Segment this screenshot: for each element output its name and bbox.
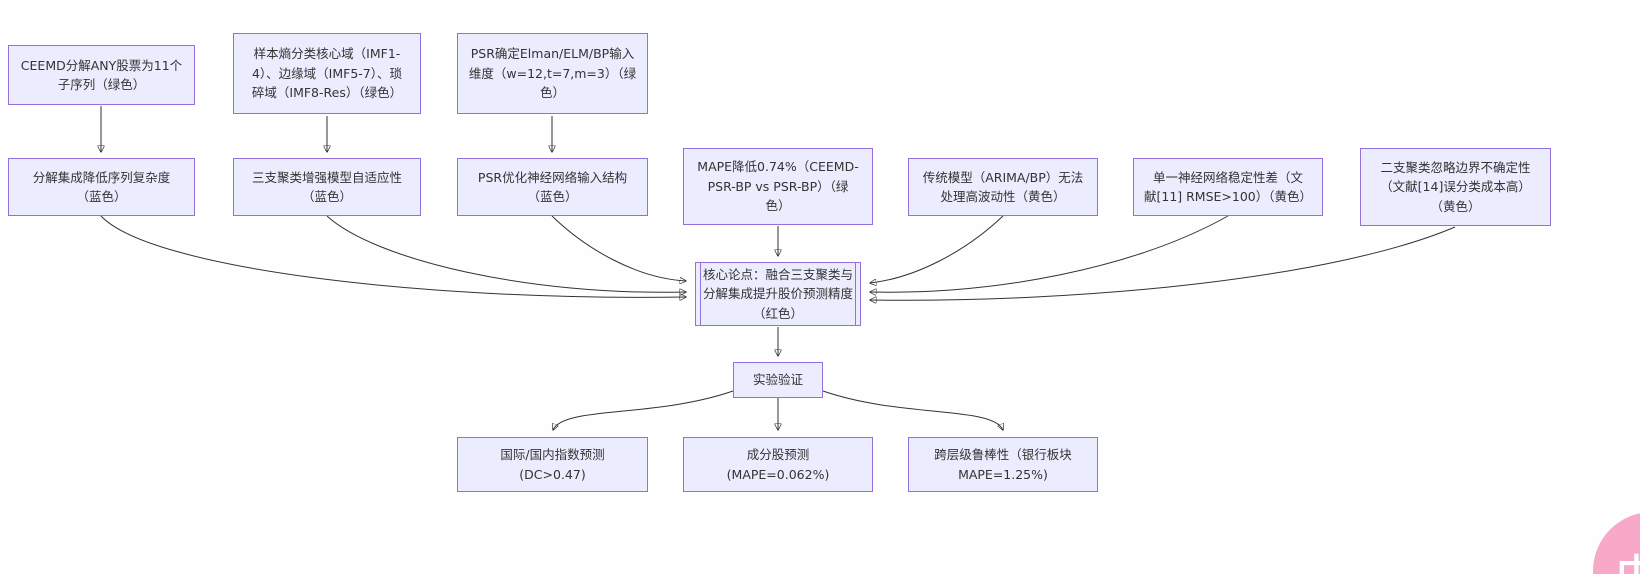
node-ceemd-decompose-label: CEEMD分解ANY股票为11个 子序列（绿色） xyxy=(20,57,183,92)
subroutine-inner-border-right xyxy=(855,263,856,325)
node-core-thesis-label: 核心论点：融合三支聚类与 分解集成提升股价预测精度 （红色） xyxy=(702,266,853,321)
edge-exp-b1 xyxy=(553,390,734,430)
node-core-thesis: 核心论点：融合三支聚类与 分解集成提升股价预测精度 （红色） xyxy=(695,262,861,326)
node-two-way-boundary-uncertainty: 二支聚类忽略边界不确定性 （文献[14]误分类成本高） （黄色） xyxy=(1360,148,1551,226)
translate-button[interactable]: 中A xyxy=(1593,512,1640,574)
node-cross-level-robustness-label: 跨层级鲁棒性（银行板块 MAPE=1.25%) xyxy=(934,447,1072,482)
edge-n6-core xyxy=(551,215,686,281)
node-three-way-adaptability: 三支聚类增强模型自适应性 （蓝色） xyxy=(233,158,421,216)
edge-n4-core xyxy=(100,215,686,297)
edge-n9-core xyxy=(870,215,1229,292)
node-decomposition-complexity-label: 分解集成降低序列复杂度 （蓝色） xyxy=(32,169,171,204)
node-three-way-adaptability-label: 三支聚类增强模型自适应性 （蓝色） xyxy=(251,169,402,204)
node-index-prediction: 国际/国内指数预测 (DC>0.47) xyxy=(457,437,648,492)
node-psr-input-dimension-label: PSR确定Elman/ELM/BP输入 维度（w=12,t=7,m=3）（绿 色… xyxy=(468,46,637,101)
edge-n10-core xyxy=(870,226,1456,300)
node-psr-structure: PSR优化神经网络输入结构 （蓝色） xyxy=(457,158,648,216)
node-two-way-boundary-uncertainty-label: 二支聚类忽略边界不确定性 （文献[14]误分类成本高） （黄色） xyxy=(1380,159,1531,214)
node-experiment-validation-label: 实验验证 xyxy=(752,372,803,388)
node-ceemd-decompose: CEEMD分解ANY股票为11个 子序列（绿色） xyxy=(8,45,195,105)
node-constituent-prediction-label: 成分股预测 (MAPE=0.062%) xyxy=(726,447,830,482)
node-psr-input-dimension: PSR确定Elman/ELM/BP输入 维度（w=12,t=7,m=3）（绿 色… xyxy=(457,33,648,114)
node-single-nn-instability-label: 单一神经网络稳定性差（文 献[11] RMSE>100）（黄色） xyxy=(1143,169,1313,204)
node-constituent-prediction: 成分股预测 (MAPE=0.062%) xyxy=(683,437,873,492)
node-mape-improvement-label: MAPE降低0.74%（CEEMD- PSR-BP vs PSR-BP）（绿 色… xyxy=(697,159,859,214)
node-sample-entropy-domains: 样本熵分类核心域（IMF1- 4）、边缘域（IMF5-7）、琐 碎域（IMF8-… xyxy=(233,33,421,114)
node-traditional-model-limits-label: 传统模型（ARIMA/BP）无法 处理高波动性（黄色） xyxy=(922,169,1084,204)
translate-button-label: 中A xyxy=(1617,542,1640,574)
node-experiment-validation: 实验验证 xyxy=(733,362,823,398)
node-traditional-model-limits: 传统模型（ARIMA/BP）无法 处理高波动性（黄色） xyxy=(908,158,1098,216)
node-sample-entropy-domains-label: 样本熵分类核心域（IMF1- 4）、边缘域（IMF5-7）、琐 碎域（IMF8-… xyxy=(251,46,403,101)
node-single-nn-instability: 单一神经网络稳定性差（文 献[11] RMSE>100）（黄色） xyxy=(1133,158,1323,216)
edge-n8-core xyxy=(870,215,1004,283)
subroutine-inner-border-left xyxy=(700,263,701,325)
node-decomposition-complexity: 分解集成降低序列复杂度 （蓝色） xyxy=(8,158,195,216)
node-mape-improvement: MAPE降低0.74%（CEEMD- PSR-BP vs PSR-BP）（绿 色… xyxy=(683,148,873,225)
node-index-prediction-label: 国际/国内指数预测 (DC>0.47) xyxy=(500,447,605,482)
edge-n5-core xyxy=(326,215,686,292)
node-cross-level-robustness: 跨层级鲁棒性（银行板块 MAPE=1.25%) xyxy=(908,437,1098,492)
node-psr-structure-label: PSR优化神经网络输入结构 （蓝色） xyxy=(477,169,628,204)
edge-exp-b3 xyxy=(822,390,1003,430)
